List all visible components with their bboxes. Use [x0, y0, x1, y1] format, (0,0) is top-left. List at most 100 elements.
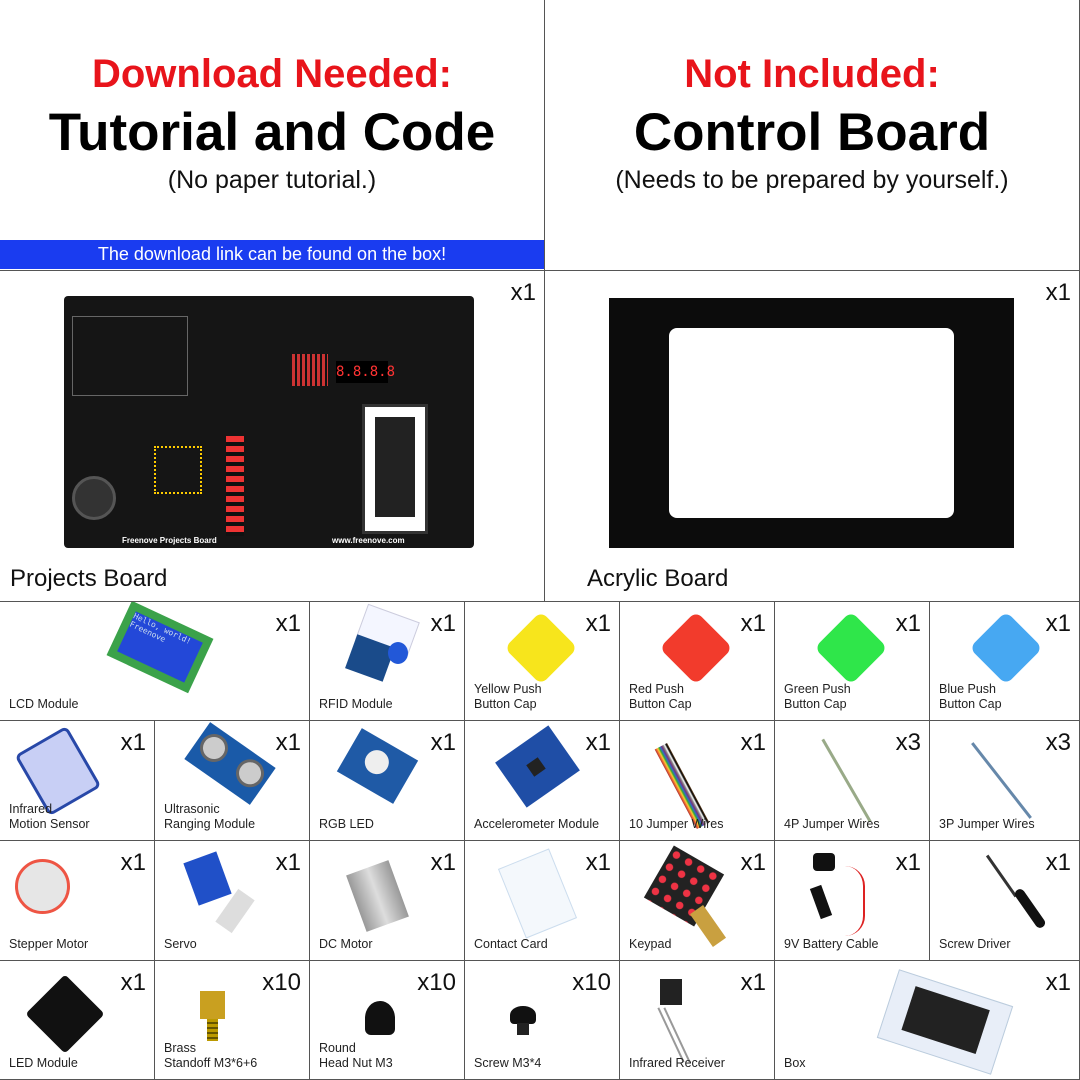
component-image	[310, 961, 464, 1079]
projects-board-label: Projects Board	[10, 565, 168, 592]
component-cell: x1 Blue Push Button Cap	[930, 602, 1080, 721]
component-cell: Hello, world! Freenove x1 LCD Module	[0, 602, 310, 721]
component-label: RGB LED	[319, 817, 374, 831]
quantity: x10	[572, 969, 611, 996]
dip-switches	[226, 436, 244, 536]
component-cell: x1 RFID Module	[310, 602, 465, 721]
component-cell: x1 RGB LED	[310, 721, 465, 841]
component-cell: x1 Infrared Receiver	[620, 961, 775, 1080]
quantity: x1	[895, 610, 921, 637]
quantity: x1	[740, 969, 766, 996]
component-label: Blue Push Button Cap	[939, 682, 1002, 711]
component-cell: x1 10 Jumper Wires	[620, 721, 775, 841]
control-board-heading: Control Board	[633, 103, 991, 162]
projects-board-image: 8.8.8.8 Freenove Projects Board www.free…	[64, 296, 474, 548]
component-label: Green Push Button Cap	[784, 682, 851, 711]
component-cell: x1 DC Motor	[310, 841, 465, 961]
component-label: Infrared Motion Sensor	[9, 802, 90, 831]
component-cell: x1 Stepper Motor	[0, 841, 155, 961]
quantity: x1	[895, 849, 921, 876]
component-label: Yellow Push Button Cap	[474, 682, 542, 711]
prepare-yourself-note: (Needs to be prepared by yourself.)	[615, 166, 1009, 194]
quantity: x1	[585, 610, 611, 637]
quantity: x1	[585, 729, 611, 756]
quantity: x1	[275, 729, 301, 756]
component-cell: x1 Infrared Motion Sensor	[0, 721, 155, 841]
component-cell: x1 Accelerometer Module	[465, 721, 620, 841]
quantity: x1	[1045, 610, 1071, 637]
acrylic-board-image	[609, 298, 1014, 548]
quantity: x1	[430, 610, 456, 637]
component-cell: x1 Keypad	[620, 841, 775, 961]
quantity: x1	[275, 610, 301, 637]
quantity: x1	[510, 279, 536, 306]
download-needed-panel: Download Needed: Tutorial and Code (No p…	[0, 0, 545, 271]
component-cell: x10 Screw M3*4	[465, 961, 620, 1080]
quantity: x1	[1045, 279, 1071, 306]
component-label: Screw M3*4	[474, 1056, 542, 1070]
not-included-panel: Not Included: Control Board (Needs to be…	[545, 0, 1080, 271]
component-label: 9V Battery Cable	[784, 937, 879, 951]
projects-board-cell: 8.8.8.8 Freenove Projects Board www.free…	[0, 271, 545, 602]
quantity: x3	[895, 729, 921, 756]
component-image	[620, 961, 774, 1079]
component-label: Accelerometer Module	[474, 817, 600, 831]
lcd-screen-text: Hello, world! Freenove	[117, 611, 203, 683]
component-cell: x1 Contact Card	[465, 841, 620, 961]
quantity: x1	[275, 849, 301, 876]
component-label: Screw Driver	[939, 937, 1011, 951]
board-title-print: Freenove Projects Board	[122, 536, 217, 545]
component-cell: x1 LED Module	[0, 961, 155, 1080]
no-paper-note: (No paper tutorial.)	[167, 166, 377, 194]
quantity: x1	[740, 729, 766, 756]
component-label: Contact Card	[474, 937, 548, 951]
component-label: 3P Jumper Wires	[939, 817, 1035, 831]
component-cell: x1 Box	[775, 961, 1080, 1080]
component-label: LED Module	[9, 1056, 78, 1070]
component-image	[465, 961, 619, 1079]
joystick	[72, 476, 116, 520]
component-label: RFID Module	[319, 697, 393, 711]
component-label: 4P Jumper Wires	[784, 817, 880, 831]
component-label: Stepper Motor	[9, 937, 89, 951]
quantity: x1	[430, 849, 456, 876]
quantity: x10	[417, 969, 456, 996]
quantity: x1	[430, 729, 456, 756]
not-included-heading: Not Included:	[684, 52, 940, 96]
download-needed-heading: Download Needed:	[91, 52, 453, 96]
quantity: x1	[740, 849, 766, 876]
quantity: x1	[1045, 849, 1071, 876]
acrylic-board-label: Acrylic Board	[587, 565, 729, 592]
quantity: x3	[1045, 729, 1071, 756]
rfid-area	[362, 404, 428, 534]
component-label: 10 Jumper Wires	[629, 817, 724, 831]
component-cell: x1 Ultrasonic Ranging Module	[155, 721, 310, 841]
component-image	[775, 841, 929, 960]
component-image	[310, 602, 464, 720]
component-label: Red Push Button Cap	[629, 682, 692, 711]
quantity: x10	[262, 969, 301, 996]
quantity: x1	[740, 610, 766, 637]
quantity: x1	[120, 729, 146, 756]
component-image	[155, 961, 309, 1079]
component-cell: x3 3P Jumper Wires	[930, 721, 1080, 841]
component-label: Keypad	[629, 937, 672, 951]
tutorial-code-heading: Tutorial and Code	[48, 103, 496, 162]
component-cell: x1 Screw Driver	[930, 841, 1080, 961]
component-cell: x1 Servo	[155, 841, 310, 961]
component-label: DC Motor	[319, 937, 373, 951]
component-cell: x1 Red Push Button Cap	[620, 602, 775, 721]
quantity: x1	[585, 849, 611, 876]
component-label: Infrared Receiver	[629, 1056, 725, 1070]
quantity: x1	[120, 969, 146, 996]
component-cell: x3 4P Jumper Wires	[775, 721, 930, 841]
component-cell: x1 Yellow Push Button Cap	[465, 602, 620, 721]
component-label: Brass Standoff M3*6+6	[164, 1041, 258, 1070]
component-cell: x10 Round Head Nut M3	[310, 961, 465, 1080]
quantity: x1	[1045, 969, 1071, 996]
control-board-slot	[72, 316, 188, 396]
led-matrix	[292, 354, 328, 386]
component-cell: x1 9V Battery Cable	[775, 841, 930, 961]
download-link-banner: The download link can be found on the bo…	[0, 240, 544, 269]
board-url-print: www.freenove.com	[332, 536, 405, 545]
